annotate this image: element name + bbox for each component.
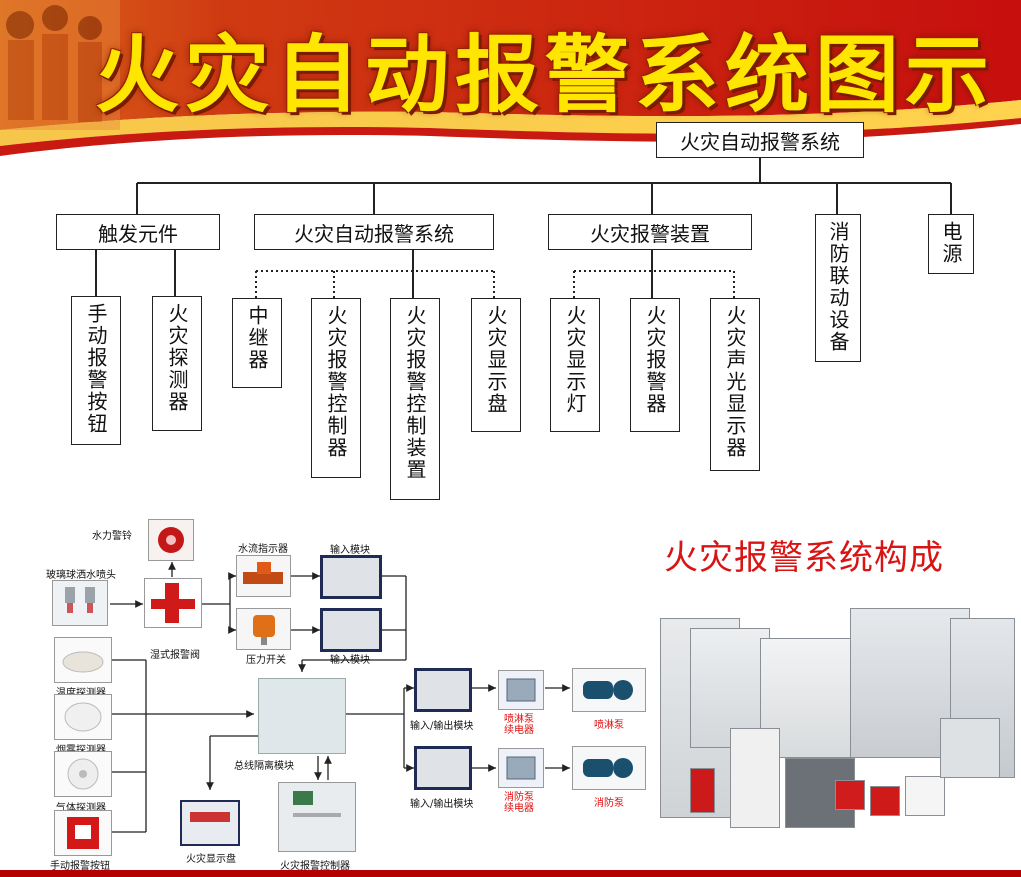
spray-pump-icon: [572, 668, 646, 712]
system-composition-title: 火灾报警系统构成: [664, 538, 944, 578]
leaf-display-lamp: 火灾显示灯: [550, 298, 600, 432]
label-controller: 火灾报警控制器: [280, 861, 350, 872]
page-title: 火灾自动报警系统图示: [95, 25, 996, 124]
spray-pump-relay-icon: [498, 670, 544, 710]
leaf-alarm: 火灾报警器: [630, 298, 680, 432]
label-pressure-switch: 压力开关: [246, 655, 286, 666]
label-gas-detector: 气体探测器: [56, 803, 106, 814]
wet-alarm-valve-icon: [144, 578, 202, 628]
label-temp-detector: 温度探测器: [56, 684, 106, 699]
manual-button-2-icon: [870, 786, 900, 816]
io-module-2: [414, 746, 472, 790]
label-wet-valve: 湿式报警阀: [150, 650, 200, 661]
flow-lines: [110, 562, 570, 833]
label-glass-sprinkler: 玻璃球洒水喷头: [46, 570, 116, 581]
group-linkage: 消防联动设备: [815, 214, 861, 362]
hierarchy-lines: [95, 158, 952, 298]
label-water-flow: 水流指示器: [238, 544, 288, 555]
equipment-photo: [660, 608, 1015, 830]
root-node: 火灾自动报警系统: [656, 122, 864, 158]
smoke-detector-icon: [54, 694, 112, 740]
label-smoke-detector: 烟雾探测器: [56, 741, 106, 756]
fire-display-panel-icon: [180, 800, 240, 846]
header-banner: 火灾自动报警系统图示: [0, 0, 1021, 170]
bottom-bar: [0, 870, 1021, 877]
water-bell-icon: [148, 519, 194, 561]
manual-alarm-button-icon: [54, 810, 112, 856]
bus-isolation-module: [258, 678, 346, 754]
label-display-panel: 火灾显示盘: [186, 854, 236, 865]
input-module-1: [320, 555, 382, 599]
label-input-module-2: 输入模块: [330, 655, 370, 666]
fire-pump-icon: [572, 746, 646, 790]
group-system: 火灾自动报警系统: [254, 214, 494, 250]
group-alarm-device: 火灾报警装置: [548, 214, 752, 250]
label-isolation-module: 总线隔离模块: [234, 761, 294, 772]
leaf-fire-detector: 火灾探测器: [152, 296, 202, 431]
detector-icon: [905, 776, 945, 816]
small-cabinet-icon: [940, 718, 1000, 778]
leaf-control-device: 火灾报警控制装置: [390, 298, 440, 500]
group-trigger: 触发元件: [56, 214, 220, 250]
banner-background: [0, 0, 1021, 170]
water-flow-indicator-icon: [236, 555, 291, 597]
leaf-manual-button: 手动报警按钮: [71, 296, 121, 445]
leaf-display-panel: 火灾显示盘: [471, 298, 521, 432]
temperature-detector-icon: [54, 637, 112, 683]
io-module-1: [414, 668, 472, 712]
pressure-switch-icon: [236, 608, 291, 650]
leaf-sound-light: 火灾声光显示器: [710, 298, 760, 471]
fire-alarm-controller-icon: [278, 782, 356, 852]
label-water-bell: 水力警铃: [92, 531, 132, 542]
label-io-module-2: 输入/输出模块: [410, 799, 474, 810]
label-io-module-1: 输入/输出模块: [410, 721, 474, 732]
group-power: 电源: [928, 214, 974, 274]
glass-sprinkler-icon: [52, 580, 108, 626]
speaker-icon: [730, 728, 780, 828]
fire-pump-relay-icon: [498, 748, 544, 788]
label-spray-pump: 喷淋泵: [594, 720, 624, 731]
manual-button-icon: [835, 780, 865, 810]
label-spray-pump-relay: 喷淋泵 续电器: [504, 714, 534, 736]
input-module-2: [320, 608, 382, 652]
leaf-controller: 火灾报警控制器: [311, 298, 361, 478]
label-manual-button: 手动报警按钮: [50, 861, 110, 872]
gas-detector-icon: [54, 751, 112, 797]
label-input-module-1: 输入模块: [330, 545, 370, 556]
leaf-relay: 中继器: [232, 298, 282, 388]
red-alarm-icon: [690, 768, 715, 813]
label-fire-pump: 消防泵: [594, 798, 624, 809]
label-fire-pump-relay: 消防泵 续电器: [504, 792, 534, 814]
